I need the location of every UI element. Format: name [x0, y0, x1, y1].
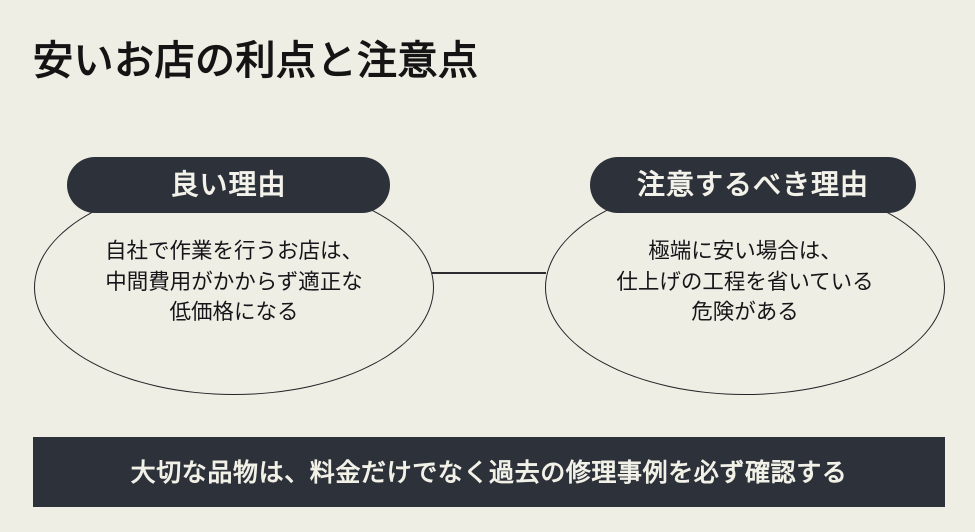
- panel-header-good-reason: 良い理由: [67, 157, 390, 213]
- panel-body-line: 仕上げの工程を省いている: [616, 269, 874, 295]
- panel-body-line: 低価格になる: [169, 300, 299, 326]
- panel-body-line: 中間費用がかからず適正な: [105, 269, 363, 295]
- connector-line: [432, 272, 546, 275]
- panel-good-reason: 良い理由 自社で作業を行うお店は、 中間費用がかからず適正な 低価格になる: [34, 157, 436, 397]
- footer-banner: 大切な品物は、料金だけでなく過去の修理事例を必ず確認する: [33, 437, 945, 507]
- panel-body-line: 極端に安い場合は、: [648, 239, 842, 264]
- panel-header-label-good-reason: 良い理由: [170, 168, 287, 201]
- panel-body-line: 危険がある: [691, 300, 799, 326]
- panel-header-caution-reason: 注意するべき理由: [590, 157, 916, 213]
- page-title: 安いお店の利点と注意点: [33, 38, 479, 84]
- footer-banner-label: 大切な品物は、料金だけでなく過去の修理事例を必ず確認する: [130, 457, 848, 487]
- panel-header-label-caution-reason: 注意するべき理由: [636, 168, 869, 201]
- panel-body-good-reason: 自社で作業を行うお店は、 中間費用がかからず適正な 低価格になる: [46, 237, 422, 329]
- panel-body-caution-reason: 極端に安い場合は、 仕上げの工程を省いている 危険がある: [557, 237, 933, 329]
- panel-body-line: 自社で作業を行うお店は、: [104, 239, 363, 264]
- panel-caution-reason: 注意するべき理由 極端に安い場合は、 仕上げの工程を省いている 危険がある: [545, 157, 947, 397]
